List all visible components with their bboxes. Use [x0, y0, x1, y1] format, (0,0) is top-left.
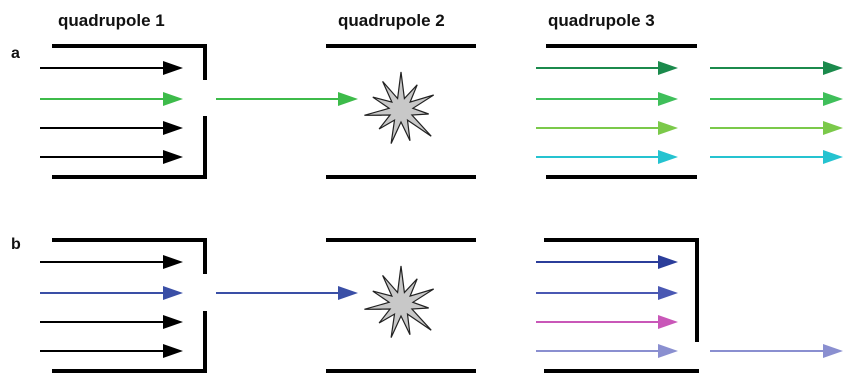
- ion-arrow-icon: [710, 344, 843, 358]
- ion-arrow-icon: [40, 344, 183, 358]
- ion-arrow-icon: [536, 150, 678, 164]
- ion-arrow-icon: [216, 286, 358, 300]
- selected-ion-arrow-a: [216, 92, 358, 106]
- q1-ion-arrows-a: [40, 61, 183, 164]
- panel-a: [40, 44, 843, 179]
- selected-ion-arrow-b: [216, 286, 358, 300]
- q3-transmitted-arrow-b: [710, 344, 843, 358]
- q3-ion-arrows-a: [536, 61, 678, 164]
- ion-arrow-icon: [710, 61, 843, 75]
- ion-arrow-icon: [40, 121, 183, 135]
- ion-arrow-icon: [536, 61, 678, 75]
- q1-ion-arrows-b: [40, 255, 183, 358]
- q3-output-arrows-a: [710, 61, 843, 164]
- heading-quadrupole-3: quadrupole 3: [548, 11, 655, 30]
- q3-electrode-b: [544, 238, 699, 373]
- ion-arrow-icon: [710, 92, 843, 106]
- heading-quadrupole-1: quadrupole 1: [58, 11, 165, 30]
- panel-label-a: a: [11, 45, 20, 62]
- ion-arrow-icon: [40, 92, 183, 106]
- panel-b: [40, 238, 843, 373]
- q1-electrode-b: [52, 238, 207, 373]
- ion-arrow-icon: [536, 255, 678, 269]
- ion-arrow-icon: [40, 150, 183, 164]
- q1-electrode-a: [52, 44, 207, 179]
- starburst-icon: [364, 71, 435, 144]
- ion-arrow-icon: [216, 92, 358, 106]
- ion-arrow-icon: [536, 121, 678, 135]
- ion-arrow-icon: [536, 315, 678, 329]
- ion-arrow-icon: [536, 344, 678, 358]
- ion-arrow-icon: [536, 92, 678, 106]
- q3-ion-arrows-b: [536, 255, 678, 358]
- heading-quadrupole-2: quadrupole 2: [338, 11, 445, 30]
- ion-arrow-icon: [536, 286, 678, 300]
- ion-arrow-icon: [40, 286, 183, 300]
- ion-arrow-icon: [710, 121, 843, 135]
- starburst-icon: [364, 265, 435, 338]
- panel-label-b: b: [11, 236, 21, 253]
- ion-arrow-icon: [40, 315, 183, 329]
- ion-arrow-icon: [40, 61, 183, 75]
- ion-arrow-icon: [710, 150, 843, 164]
- ion-arrow-icon: [40, 255, 183, 269]
